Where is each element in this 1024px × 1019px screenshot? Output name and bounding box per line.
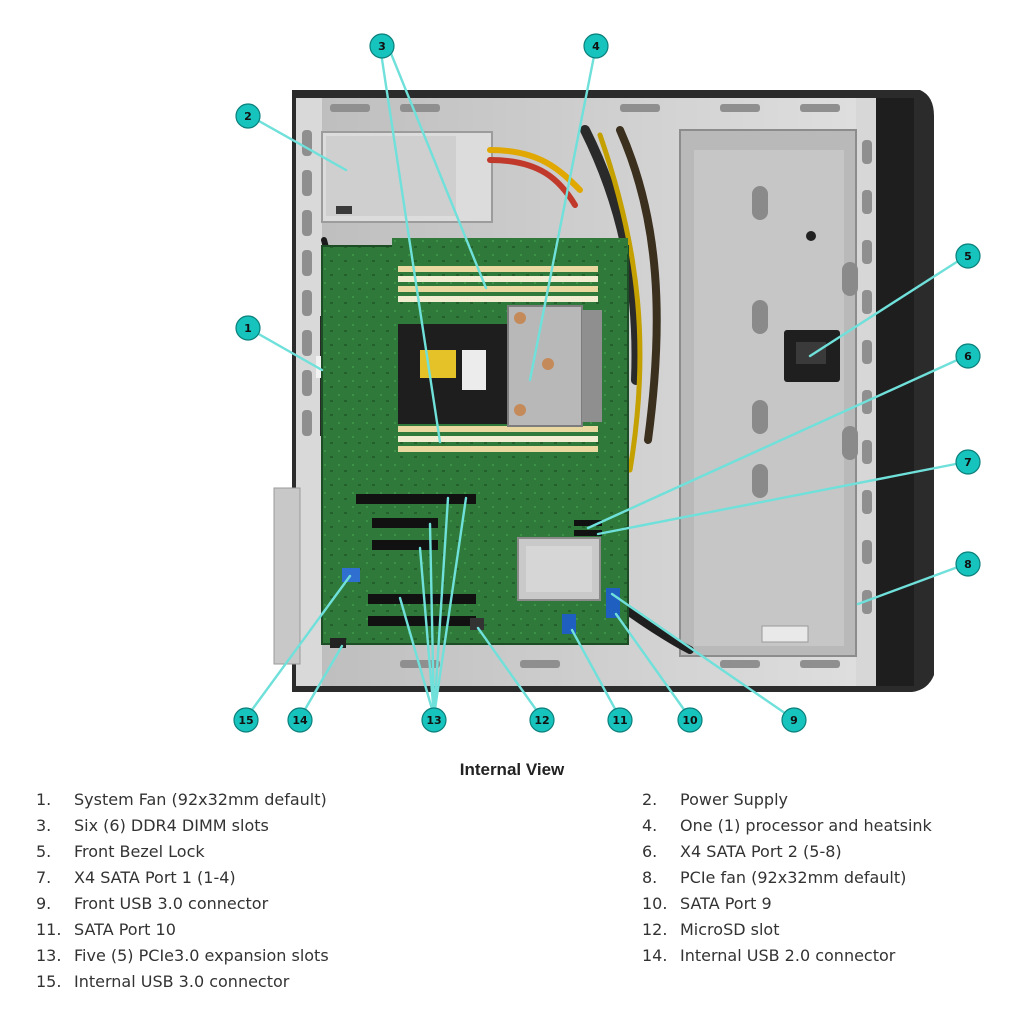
callout-7: 7 (955, 449, 981, 475)
callout-15-number: 15 (238, 714, 253, 727)
legend-label: Power Supply (680, 790, 788, 809)
callout-4: 4 (583, 33, 609, 59)
legend-label: SATA Port 9 (680, 894, 772, 913)
callout-6: 6 (955, 343, 981, 369)
callout-9: 9 (781, 707, 807, 733)
legend-item-9: 9. Front USB 3.0 connector (36, 893, 642, 915)
chipset-heatsink (517, 537, 601, 601)
legend-number: 13. (36, 946, 62, 965)
legend-number: 1. (36, 790, 52, 809)
legend-item-14: 14. Internal USB 2.0 connector (642, 945, 996, 967)
legend-item-7: 7. X4 SATA Port 1 (1-4) (36, 867, 642, 889)
legend-number: 14. (642, 946, 668, 965)
callout-13-number: 13 (426, 714, 441, 727)
legend-label: X4 SATA Port 2 (5-8) (680, 842, 842, 861)
callout-5: 5 (955, 243, 981, 269)
callout-12-number: 12 (534, 714, 549, 727)
callout-1: 1 (235, 315, 261, 341)
legend-number: 12. (642, 920, 668, 939)
drive-cage (679, 129, 858, 657)
callout-12: 12 (529, 707, 555, 733)
legend-number: 10. (642, 894, 668, 913)
callout-7-number: 7 (964, 456, 972, 469)
legend-number: 5. (36, 842, 52, 861)
legend-label: Five (5) PCIe3.0 expansion slots (74, 946, 329, 965)
callout-10-number: 10 (682, 714, 698, 727)
legend-label: Internal USB 2.0 connector (680, 946, 896, 965)
legend-item-5: 5. Front Bezel Lock (36, 841, 642, 863)
pcie-slots (356, 494, 476, 626)
callout-9-number: 9 (790, 714, 798, 727)
legend-item-15: 15. Internal USB 3.0 connector (36, 971, 642, 993)
callout-14-number: 14 (292, 714, 308, 727)
leader-lines (244, 44, 968, 720)
legend-number: 15. (36, 972, 62, 991)
callout-11: 11 (607, 707, 633, 733)
callout-6-number: 6 (964, 350, 972, 363)
callout-3-number: 3 (378, 40, 386, 53)
legend-number: 8. (642, 868, 658, 887)
legend-item-4: 4. One (1) processor and heatsink (642, 815, 996, 837)
legend-item-8: 8. PCIe fan (92x32mm default) (642, 867, 996, 889)
callout-2: 2 (235, 103, 261, 129)
callout-5-number: 5 (964, 250, 972, 263)
legend-label: MicroSD slot (680, 920, 780, 939)
legend-item-2: 2. Power Supply (642, 789, 996, 811)
callout-2-number: 2 (244, 110, 252, 123)
legend-number: 3. (36, 816, 52, 835)
legend-label: PCIe fan (92x32mm default) (680, 868, 907, 887)
legend-item-6: 6. X4 SATA Port 2 (5-8) (642, 841, 996, 863)
callout-4-number: 4 (592, 40, 600, 53)
legend-item-11: 11. SATA Port 10 (36, 919, 642, 941)
legend-number: 11. (36, 920, 62, 939)
legend-item-3: 3. Six (6) DDR4 DIMM slots (36, 815, 642, 837)
server-internal-diagram: 1 2 3 4 5 6 7 8 9 10 11 12 (233, 33, 981, 733)
callout-8: 8 (955, 551, 981, 577)
legend-item-12: 12. MicroSD slot (642, 919, 996, 941)
callout-11-number: 11 (612, 714, 627, 727)
dimm-slots (398, 266, 598, 452)
legend-item-10: 10. SATA Port 9 (642, 893, 996, 915)
figure-caption: Internal View (459, 760, 565, 779)
legend-label: Internal USB 3.0 connector (74, 972, 290, 991)
callout-15: 15 (233, 707, 259, 733)
legend-label: Six (6) DDR4 DIMM slots (74, 816, 269, 835)
legend-number: 7. (36, 868, 52, 887)
power-supply (321, 131, 493, 223)
callout-8-number: 8 (964, 558, 972, 571)
legend-label: Front USB 3.0 connector (74, 894, 269, 913)
legend-label: SATA Port 10 (74, 920, 176, 939)
legend-label: Front Bezel Lock (74, 842, 205, 861)
legend-number: 6. (642, 842, 658, 861)
processor-heatsink (398, 305, 602, 427)
callout-1-number: 1 (244, 322, 252, 335)
callout-3: 3 (369, 33, 395, 59)
legend-item-13: 13. Five (5) PCIe3.0 expansion slots (36, 945, 642, 967)
callout-10: 10 (677, 707, 703, 733)
legend-number: 9. (36, 894, 52, 913)
legend-number: 2. (642, 790, 658, 809)
legend-label: One (1) processor and heatsink (680, 816, 932, 835)
legend-item-1: 1. System Fan (92x32mm default) (36, 789, 642, 811)
legend-number: 4. (642, 816, 658, 835)
legend-label: System Fan (92x32mm default) (74, 790, 327, 809)
callout-13: 13 (421, 707, 447, 733)
legend-label: X4 SATA Port 1 (1-4) (74, 868, 236, 887)
callout-14: 14 (287, 707, 313, 733)
legend: 1. System Fan (92x32mm default) 2. Power S… (36, 789, 996, 993)
